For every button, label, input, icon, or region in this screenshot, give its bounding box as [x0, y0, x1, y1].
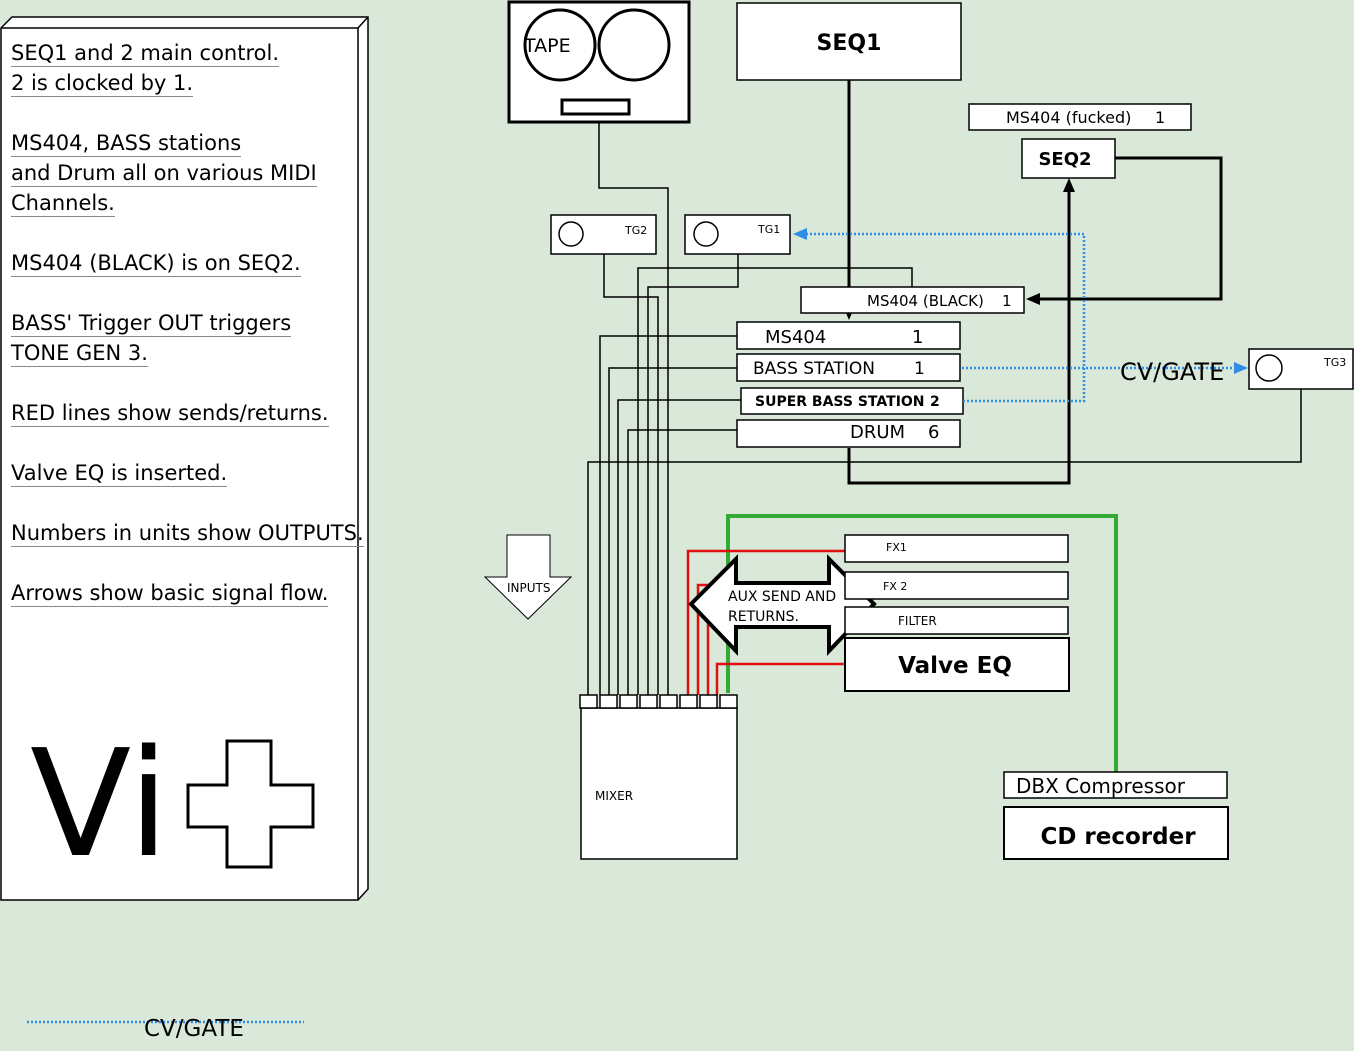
- inputs-label: INPUTS: [507, 581, 550, 595]
- aux-send-returns-arrow: AUX SEND AND RETURNS.: [688, 554, 877, 656]
- fx2-unit[interactable]: FX 2: [844, 571, 1069, 600]
- note-line-11: Numbers in units show OUTPUTS.: [11, 521, 364, 547]
- ms404-black-output: 1: [1002, 292, 1012, 310]
- filter-label: FILTER: [898, 614, 937, 628]
- cv-gate-label: CV/GATE: [1120, 358, 1224, 386]
- bass-station-unit[interactable]: BASS STATION 1: [736, 353, 961, 382]
- logo-text: Vi: [30, 718, 169, 890]
- bass-station-output: 1: [914, 359, 925, 379]
- seq1-unit[interactable]: SEQ1: [736, 2, 962, 81]
- ms404-fucked-label: MS404 (fucked): [1006, 108, 1131, 127]
- ms404-label: MS404: [765, 327, 826, 348]
- drum-label: DRUM: [850, 422, 905, 443]
- valve-eq-unit[interactable]: Valve EQ: [844, 637, 1070, 692]
- mixer-label: MIXER: [595, 789, 633, 803]
- drum-clock-arrowhead-icon: [1063, 178, 1075, 192]
- ms404-fucked-output: 1: [1155, 108, 1165, 127]
- ms404-black-label: MS404 (BLACK): [867, 292, 984, 310]
- legend-label: CV/GATE: [144, 1016, 244, 1042]
- seq2-arrowhead-icon: [1026, 293, 1040, 305]
- ms404-unit[interactable]: MS404 1: [736, 321, 961, 350]
- ms404-output: 1: [912, 327, 923, 348]
- tape-label: TAPE: [523, 35, 571, 57]
- seq1-label: SEQ1: [817, 31, 882, 56]
- aux-label-line1: AUX SEND AND: [728, 589, 836, 605]
- inputs-arrow: INPUTS: [483, 534, 573, 620]
- note-line-4: and Drum all on various MIDI: [11, 161, 317, 187]
- note-line-6: MS404 (BLACK) is on SEQ2.: [11, 251, 301, 277]
- fx2-label: FX 2: [883, 580, 907, 593]
- audio-wires: [587, 122, 1302, 695]
- logo-cross-icon: [186, 739, 315, 869]
- mixer-unit[interactable]: MIXER: [579, 694, 738, 860]
- tg1-cv-arrowhead-icon: [793, 228, 807, 240]
- legend: CV/GATE: [27, 1016, 304, 1042]
- tg3-label: TG3: [1323, 356, 1346, 369]
- filter-unit[interactable]: FILTER: [844, 606, 1069, 635]
- tape-unit[interactable]: TAPE: [507, 0, 691, 124]
- note-line-8: TONE GEN 3.: [11, 341, 148, 367]
- tg2-unit[interactable]: TG2: [550, 214, 657, 255]
- tg2-label: TG2: [624, 224, 647, 237]
- note-line-3: MS404, BASS stations: [11, 131, 242, 157]
- note-line-5: Channels.: [11, 191, 115, 217]
- tg1-label: TG1: [757, 223, 780, 236]
- tg3-unit[interactable]: TG3: [1248, 348, 1354, 390]
- note-line-10: Valve EQ is inserted.: [11, 461, 228, 487]
- tg1-unit[interactable]: TG1: [684, 214, 791, 255]
- cv-gate-lines: [806, 232, 1240, 403]
- bass-station-label: BASS STATION: [753, 359, 875, 379]
- dbx-label: DBX Compressor: [1016, 774, 1186, 798]
- drum-output: 6: [928, 422, 939, 443]
- fx1-unit[interactable]: FX1: [844, 534, 1069, 563]
- ms404-fucked-unit[interactable]: MS404 (fucked) 1: [968, 103, 1192, 131]
- seq2-unit[interactable]: SEQ2: [1021, 138, 1116, 179]
- cd-recorder-unit[interactable]: CD recorder: [1003, 806, 1229, 860]
- sequencer-control-lines: [847, 80, 1223, 485]
- note-line-1: SEQ1 and 2 main control.: [11, 41, 279, 67]
- note-line-9: RED lines show sends/returns.: [11, 401, 329, 427]
- valve-eq-label: Valve EQ: [898, 653, 1012, 679]
- aux-label-line2: RETURNS.: [728, 609, 799, 625]
- seq2-label: SEQ2: [1038, 149, 1091, 170]
- super-bass-station-label: SUPER BASS STATION: [755, 394, 925, 410]
- notes-panel-frame: [0, 16, 369, 901]
- super-bass-station-output: 2: [930, 394, 940, 410]
- super-bass-station-unit[interactable]: SUPER BASS STATION 2: [740, 387, 964, 415]
- tg3-cv-arrowhead-icon: [1234, 362, 1248, 374]
- cd-label: CD recorder: [1040, 824, 1196, 850]
- mixer-input-jacks: [579, 694, 738, 709]
- drum-unit[interactable]: DRUM 6: [736, 419, 961, 448]
- note-line-2: 2 is clocked by 1.: [11, 71, 194, 97]
- note-line-12: Arrows show basic signal flow.: [11, 581, 329, 607]
- dbx-compressor-unit[interactable]: DBX Compressor: [1003, 771, 1228, 799]
- ms404-black-unit[interactable]: MS404 (BLACK) 1: [800, 286, 1025, 314]
- fx1-label: FX1: [886, 541, 907, 554]
- note-line-7: BASS' Trigger OUT triggers: [11, 311, 292, 337]
